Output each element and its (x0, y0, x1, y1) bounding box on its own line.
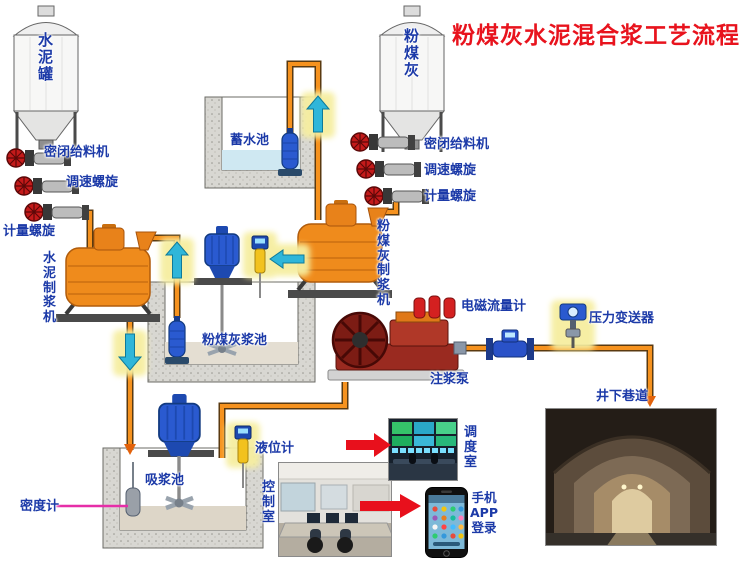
label-level-gauge: 液位计 (255, 441, 295, 456)
label-metering-screw-left: 计量螺旋 (3, 224, 56, 239)
label-fly-ash-slurry-machine: 粉煤灰制浆机 (376, 219, 390, 309)
label-underground-tunnel: 井下巷道 (596, 389, 649, 404)
label-cement-tank: 水泥罐 (37, 31, 53, 84)
control-room-photo (278, 462, 392, 557)
label-fly-ash-tank: 粉煤灰 (403, 27, 419, 80)
label-phone-app: 手机 APP 登录 (470, 490, 498, 535)
suction-pool-agitator (148, 393, 214, 511)
label-pressure-transmitter: 压力变送器 (589, 311, 655, 326)
dispatch-room-photo (388, 418, 458, 481)
label-sealed-feeder-left: 密闭给料机 (44, 145, 110, 160)
label-cement-slurry-machine: 水泥制浆机 (42, 251, 56, 326)
label-speed-screw-right: 调速螺旋 (424, 163, 477, 178)
cement-slurry-machine (54, 222, 162, 324)
page-title: 粉煤灰水泥混合浆工艺流程 (452, 23, 740, 49)
label-water-pool: 蓄水池 (230, 133, 270, 148)
label-fly-ash-slurry-pool: 粉煤灰浆池 (202, 333, 268, 348)
label-suction-pool: 吸浆池 (145, 473, 185, 488)
label-speed-screw-left: 调速螺旋 (66, 175, 119, 190)
smartphone (425, 487, 468, 558)
label-em-flowmeter: 电磁流量计 (461, 299, 527, 314)
grouting-pump-machine (327, 295, 467, 381)
label-dispatch-room: 调度室 (463, 425, 477, 470)
label-control-room: 控制室 (261, 480, 275, 525)
tunnel-photo (545, 408, 717, 546)
label-metering-screw-right: 计量螺旋 (424, 189, 477, 204)
electromagnetic-flowmeter (486, 329, 534, 360)
fly-ash-pool-agitator (194, 225, 252, 356)
label-sealed-feeder-right: 密闭给料机 (424, 137, 490, 152)
density-sensor (56, 462, 141, 517)
label-grouting-pump: 注浆泵 (430, 372, 470, 387)
label-density-meter: 密度计 (20, 499, 60, 514)
pressure-transmitter-device (559, 303, 587, 348)
